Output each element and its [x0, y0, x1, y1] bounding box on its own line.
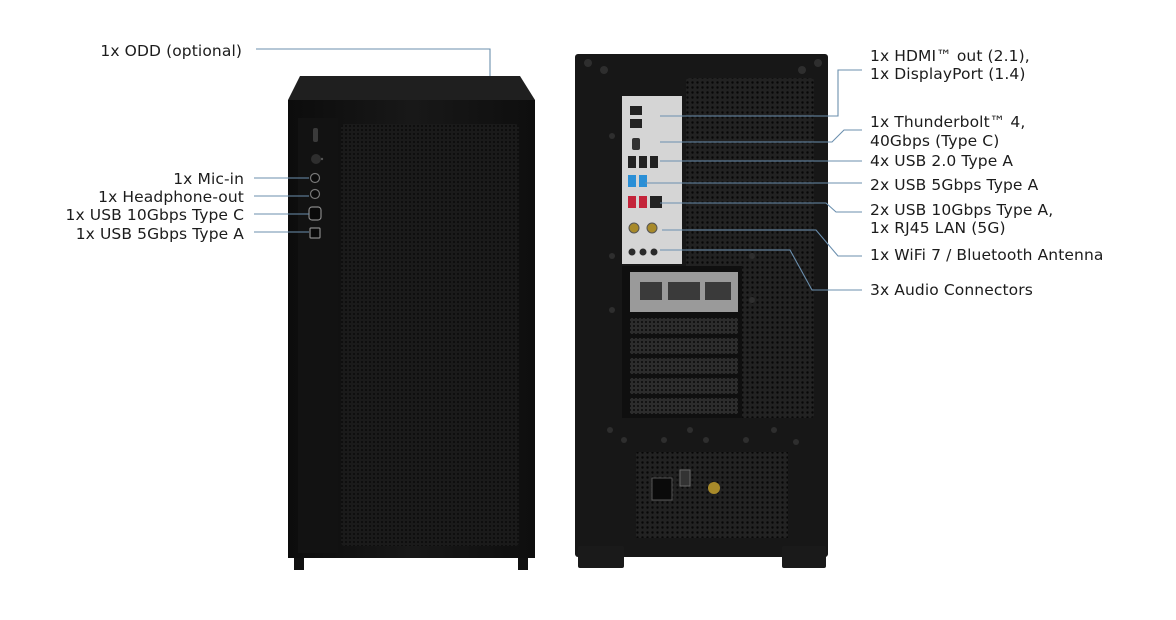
- wifi-antenna-icon: [628, 222, 640, 234]
- rj45-port-icon: [650, 196, 662, 208]
- psu-fan-icon: [708, 482, 720, 494]
- led-dot-icon: [320, 157, 324, 161]
- displayport-icon: [630, 119, 642, 128]
- back-foot-right: [782, 546, 826, 568]
- pcie-slot-cover: [630, 318, 738, 334]
- front-mesh-panel: [341, 124, 519, 546]
- mic-jack-icon: [309, 172, 321, 184]
- front-foot-left: [294, 558, 304, 570]
- mic-in-label: 1x Mic-in: [173, 170, 244, 188]
- audio-label: 3x Audio Connectors: [870, 281, 1033, 299]
- front-io-strip: [298, 118, 338, 553]
- front-top-panel: [288, 76, 535, 100]
- audio-jack-icon: [628, 248, 636, 256]
- back-foot-left: [578, 546, 624, 568]
- thunderbolt-label-line1: 1x Thunderbolt™ 4,: [870, 113, 1026, 131]
- hdmi-label-line2: 1x DisplayPort (1.4): [870, 65, 1026, 83]
- front-usb-c-port-icon: [308, 206, 322, 221]
- odd-label: 1x ODD (optional): [100, 42, 242, 60]
- wifi-label: 1x WiFi 7 / Bluetooth Antenna: [870, 246, 1104, 264]
- usb10g-label-line2: 1x RJ45 LAN (5G): [870, 219, 1006, 237]
- power-socket-icon: [651, 477, 673, 501]
- front-usb-a-port-icon: [309, 227, 321, 239]
- psu-switch-icon: [679, 469, 691, 487]
- usb2-port-icon: [628, 156, 636, 168]
- hdmi-label-line1: 1x HDMI™ out (2.1),: [870, 47, 1030, 65]
- usb5g-port-icon: [628, 175, 636, 187]
- front-usb-c-label: 1x USB 10Gbps Type C: [65, 206, 244, 224]
- front-case: [288, 76, 535, 570]
- headphone-out-label: 1x Headphone-out: [98, 188, 244, 206]
- leader-lines: [254, 48, 862, 291]
- headphone-jack-icon: [309, 188, 321, 200]
- usb10g-label-line1: 2x USB 10Gbps Type A,: [870, 201, 1054, 219]
- power-button-icon: [313, 128, 318, 142]
- thunderbolt-port-icon: [632, 138, 640, 150]
- reset-button-icon: [311, 154, 321, 164]
- usb5g-label: 2x USB 5Gbps Type A: [870, 176, 1039, 194]
- back-case: [575, 54, 828, 568]
- usb2-label: 4x USB 2.0 Type A: [870, 152, 1014, 170]
- front-foot-right: [518, 558, 528, 570]
- hdmi-port-icon: [630, 106, 642, 115]
- usb10g-port-icon: [628, 196, 636, 208]
- front-usb-a-label: 1x USB 5Gbps Type A: [75, 225, 244, 243]
- thunderbolt-label-line2: 40Gbps (Type C): [870, 132, 1000, 150]
